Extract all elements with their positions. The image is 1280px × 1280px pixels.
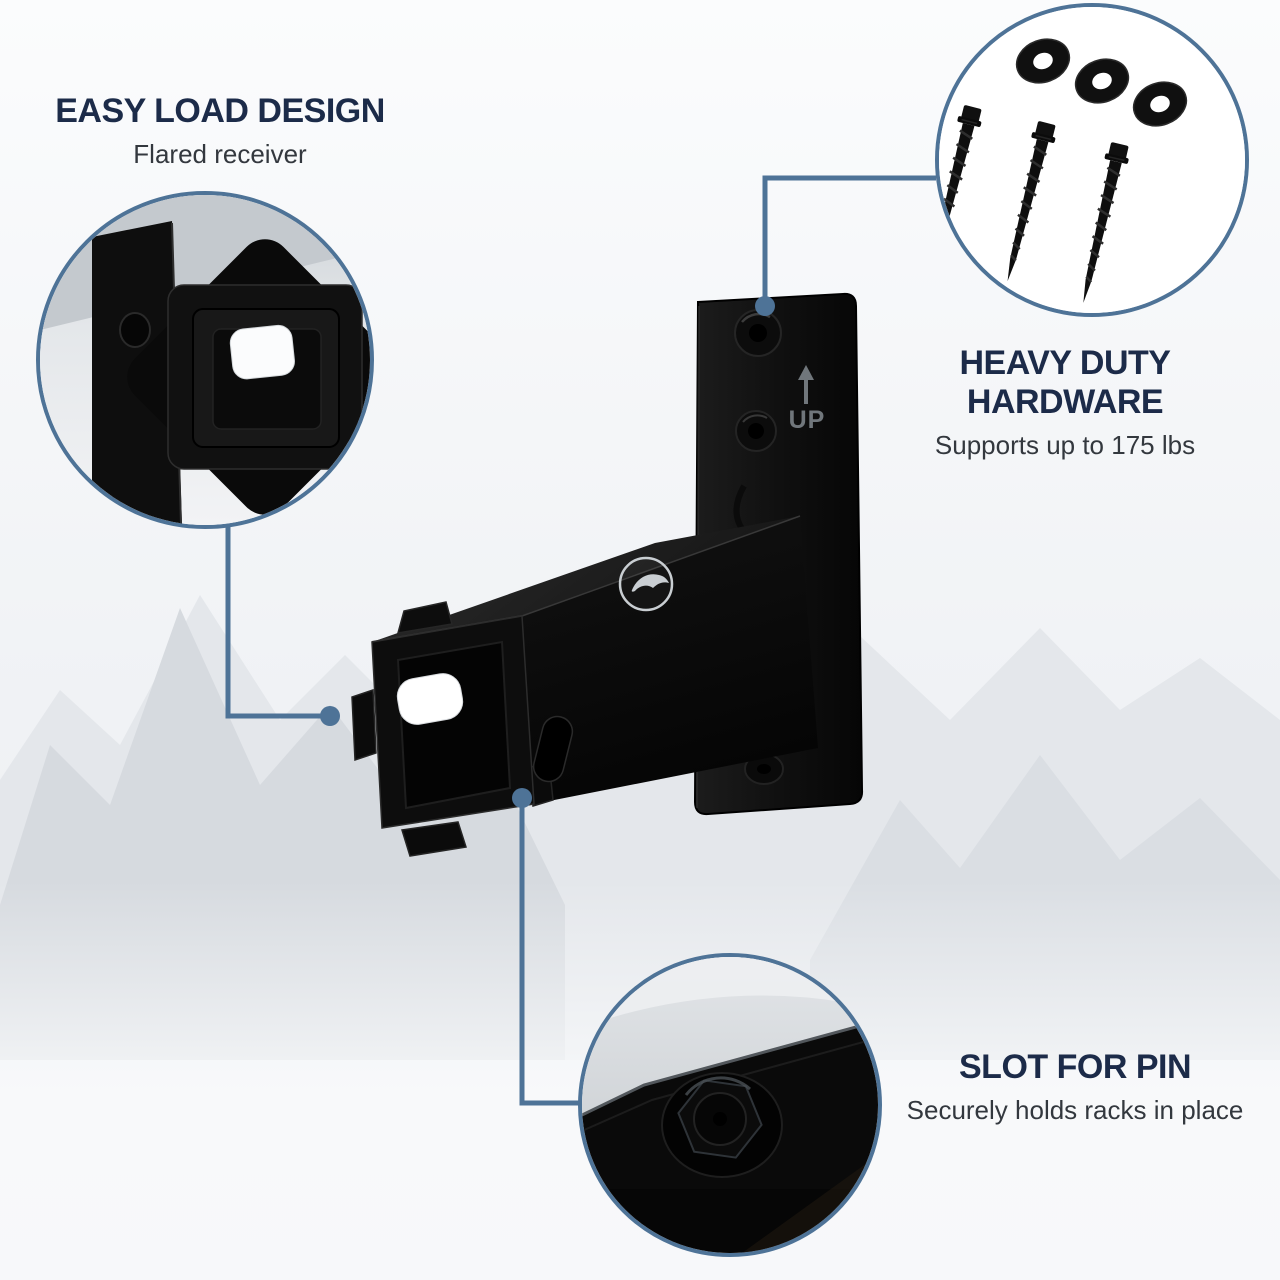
flared-receiver-end <box>351 601 554 857</box>
callout-label-pin-slot: SLOT FOR PIN Securely holds racks in pla… <box>872 1048 1278 1126</box>
pin-hole-closeup <box>229 324 295 380</box>
hitch-pin-hole <box>396 673 464 725</box>
callout-subtitle-easy-load: Flared receiver <box>133 139 307 170</box>
tube-side-face <box>522 516 818 804</box>
tube-top-face <box>372 516 800 642</box>
mounting-screw-bottom <box>744 753 784 785</box>
receiver-tube <box>351 515 818 857</box>
callout-subtitle-pin-slot: Securely holds racks in place <box>906 1095 1244 1126</box>
up-label: UP <box>789 406 826 434</box>
mounting-screw-top <box>734 309 782 357</box>
flared-receiver-closeup <box>40 195 370 525</box>
callout-circle-easy-load <box>36 191 374 529</box>
callout-label-hardware: HEAVY DUTY HARDWARE Supports up to 175 l… <box>862 344 1268 461</box>
mounting-screw-middle <box>735 410 777 452</box>
flared-receiver-zoom <box>127 239 370 515</box>
pin-slot <box>532 715 574 783</box>
callout-subtitle-hardware: Supports up to 175 lbs <box>934 430 1196 461</box>
callout-title-pin-slot: SLOT FOR PIN <box>959 1048 1192 1086</box>
up-arrow-head-icon <box>798 365 814 380</box>
lag-screws-and-washers-closeup <box>939 7 1245 313</box>
callout-circle-pin-slot <box>578 953 882 1257</box>
callout-circle-hardware <box>935 3 1249 317</box>
callout-title-hardware: HEAVY DUTY HARDWARE <box>959 344 1171 422</box>
hitch-pin-bolt <box>661 1072 783 1178</box>
callout-title-easy-load: EASY LOAD DESIGN <box>55 92 385 130</box>
up-marking: UP <box>789 365 826 434</box>
plate-bolt <box>119 312 151 348</box>
callout-label-easy-load: EASY LOAD DESIGN Flared receiver <box>40 92 400 170</box>
bird-logo-icon <box>618 556 674 612</box>
hitch-pin-bolt-closeup <box>582 957 878 1253</box>
